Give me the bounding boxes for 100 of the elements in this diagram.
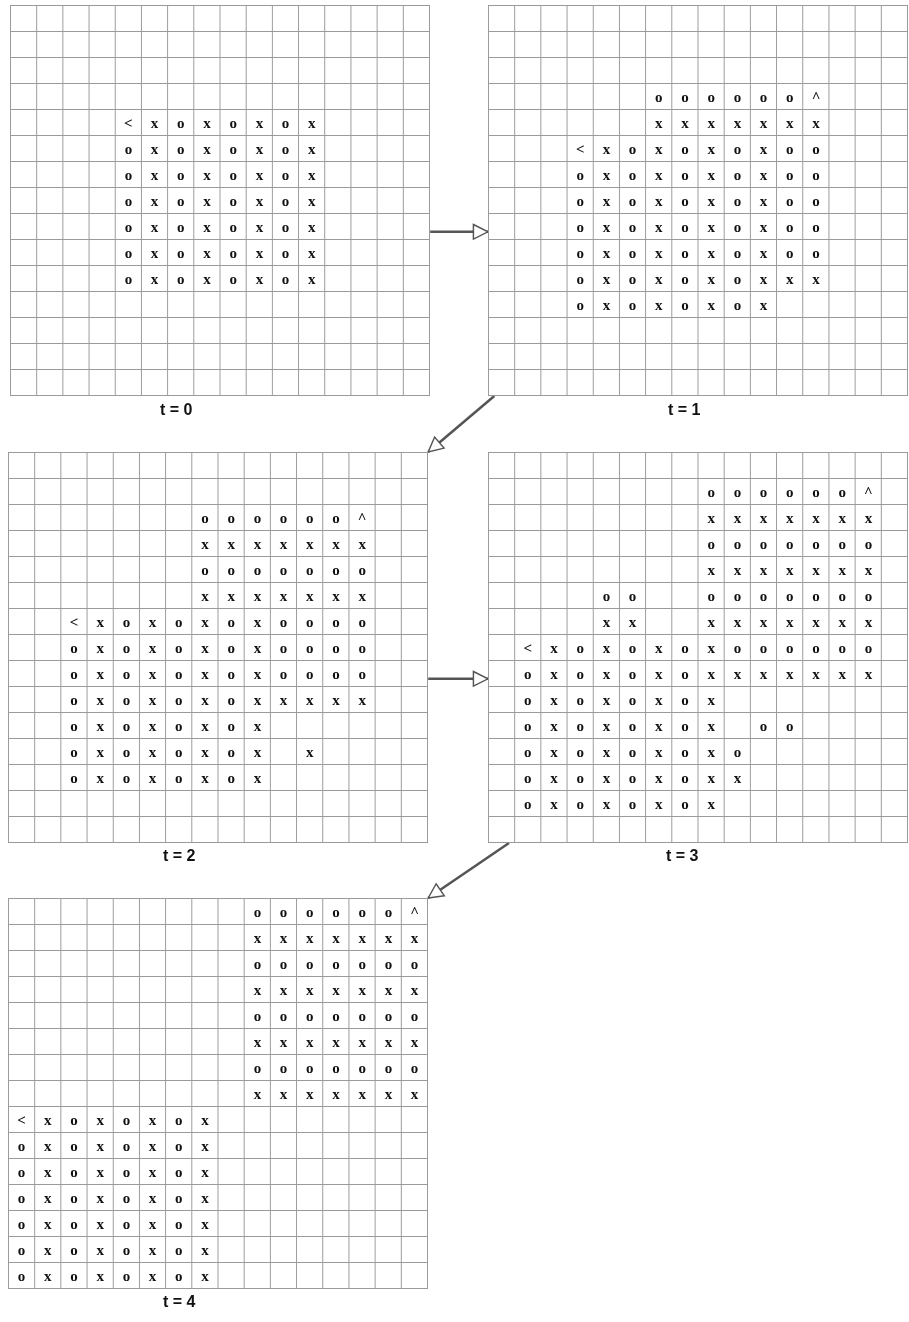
grid-mark: o xyxy=(576,297,584,312)
grid-mark: o xyxy=(786,718,794,733)
grid-mark: o xyxy=(576,796,584,811)
grid-mark: x xyxy=(44,1242,52,1257)
grid-mark: x xyxy=(203,219,211,234)
grid-mark: o xyxy=(332,510,340,525)
grid-mark: x xyxy=(602,796,611,811)
grid-mark: x xyxy=(358,1086,366,1101)
grid-mark: x xyxy=(655,115,663,130)
grid-mark: o xyxy=(602,588,611,603)
grid-mark: o xyxy=(628,297,637,312)
grid-board xyxy=(488,5,909,396)
grid-mark: x xyxy=(786,115,794,130)
grid-mark: o xyxy=(681,744,689,759)
grid-mark: o xyxy=(122,666,131,681)
grid-mark: x xyxy=(332,982,340,997)
grid-mark: o xyxy=(279,1008,288,1023)
grid-mark: o xyxy=(524,744,532,759)
grid-mark: x xyxy=(201,692,209,707)
grid-mark: o xyxy=(358,614,366,629)
grid-mark: x xyxy=(253,1034,262,1049)
grid-mark: x xyxy=(201,1112,209,1127)
grid-mark: o xyxy=(681,770,689,785)
grid-mark: o xyxy=(124,271,133,286)
grid-mark: o xyxy=(733,89,742,104)
grid-mark: x xyxy=(253,930,262,945)
time-caption: t = 3 xyxy=(666,848,699,864)
grid-mark: x xyxy=(759,141,768,156)
grid-mark: x xyxy=(44,1216,52,1231)
grid-mark: x xyxy=(838,614,846,629)
grid-mark: x xyxy=(358,536,366,551)
grid-mark: o xyxy=(358,1060,366,1075)
grid-mark: o xyxy=(628,718,637,733)
grid-mark: x xyxy=(203,193,211,208)
grid-mark: x xyxy=(602,770,611,785)
grid-mark: x xyxy=(733,115,742,130)
grid-mark: x xyxy=(759,115,768,130)
grid-mark: o xyxy=(227,744,235,759)
grid-mark: o xyxy=(279,956,288,971)
grid-mark: x xyxy=(201,1268,209,1283)
grid-mark: o xyxy=(332,904,340,919)
grid-mark: x xyxy=(838,666,846,681)
grid-mark: o xyxy=(124,219,133,234)
time-caption: t = 0 xyxy=(160,402,193,418)
grid-mark: o xyxy=(177,115,185,130)
grid-mark: o xyxy=(175,614,183,629)
grid-mark: x xyxy=(733,666,742,681)
grid-mark: x xyxy=(707,271,715,286)
grid-mark: x xyxy=(759,562,768,577)
grid-mark: x xyxy=(96,1268,104,1283)
grid-mark: o xyxy=(384,1060,393,1075)
grid-mark: x xyxy=(550,770,558,785)
grid-mark: o xyxy=(122,1268,131,1283)
grid-mark: o xyxy=(812,141,820,156)
grid-mark: o xyxy=(786,484,794,499)
grid-mark: x xyxy=(812,614,820,629)
grid-mark: x xyxy=(148,770,157,785)
grid-mark: o xyxy=(576,219,584,234)
grid-mark: x xyxy=(786,614,794,629)
grid-mark: x xyxy=(602,297,611,312)
grid-mark: x xyxy=(306,744,314,759)
grid-mark: ^ xyxy=(864,484,873,499)
grid-mark: x xyxy=(148,640,157,655)
grid-mark: x xyxy=(44,1164,52,1179)
grid-mark: o xyxy=(253,904,262,919)
grid-mark: o xyxy=(733,744,742,759)
grid-mark: o xyxy=(70,744,78,759)
arrow xyxy=(427,841,510,900)
grid-mark: x xyxy=(655,141,663,156)
grid-mark: x xyxy=(44,1138,52,1153)
grid-mark: x xyxy=(838,510,846,525)
grid-mark: x xyxy=(150,219,159,234)
grid-mark: o xyxy=(786,167,794,182)
grid-mark: x xyxy=(410,1086,419,1101)
grid-mark: x xyxy=(96,1242,104,1257)
grid-mark: o xyxy=(70,718,78,733)
grid-mark: x xyxy=(203,115,211,130)
grid-mark: o xyxy=(410,956,419,971)
grid-mark: x xyxy=(253,744,262,759)
grid-mark: o xyxy=(279,666,288,681)
grid-mark: o xyxy=(306,904,314,919)
grid-mark: x xyxy=(306,692,314,707)
grid-mark: x xyxy=(96,770,104,785)
time-caption: t = 4 xyxy=(163,1294,196,1310)
grid-mark: x xyxy=(655,245,663,260)
grid-mark: o xyxy=(332,562,340,577)
grid-mark: o xyxy=(175,1164,183,1179)
grid-mark: x xyxy=(255,193,264,208)
grid-mark: x xyxy=(707,614,715,629)
grid-mark: x xyxy=(332,536,340,551)
grid-mark: o xyxy=(358,562,366,577)
grid-mark: o xyxy=(628,193,637,208)
grid-mark: x xyxy=(255,167,264,182)
grid-mark: x xyxy=(96,718,104,733)
grid-mark: x xyxy=(255,219,264,234)
grid-mark: x xyxy=(655,692,663,707)
grid-mark: x xyxy=(201,1164,209,1179)
grid-mark: o xyxy=(576,193,584,208)
grid-mark: < xyxy=(523,640,533,655)
grid-mark: o xyxy=(175,1138,183,1153)
